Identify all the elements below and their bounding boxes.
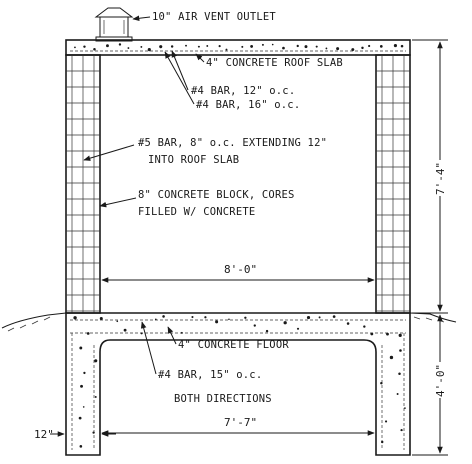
label-block-line2: FILLED W/ CONCRETE [138, 206, 255, 218]
roof-slab [65, 39, 411, 56]
ground-line [1, 312, 457, 332]
callout-bar12: #4 BAR, 12" o.c. [171, 50, 295, 97]
dimension-inner-width: 8'-0" [101, 263, 375, 283]
callout-vent: 10" AIR VENT OUTLET [132, 11, 276, 23]
left-wall [65, 54, 101, 314]
callout-bar16: #4 BAR, 16" o.c. [164, 51, 300, 111]
right-wall [375, 54, 411, 314]
lower-structure [65, 312, 411, 456]
dimension-label-wall-thickness: 12" [34, 428, 54, 441]
label-block-line1: 8" CONCRETE BLOCK, CORES [138, 189, 295, 201]
callout-bar15: #4 BAR, 15" o.c. BOTH DIRECTIONS [140, 321, 272, 405]
dimension-lower-width: 7'-7" [101, 416, 375, 436]
label-both-directions: BOTH DIRECTIONS [174, 393, 272, 405]
dimension-label-lower-width: 7'-7" [224, 416, 257, 429]
dimension-label-inner-width: 8'-0" [224, 263, 257, 276]
label-bar12: #4 BAR, 12" o.c. [191, 85, 295, 97]
label-air-vent: 10" AIR VENT OUTLET [152, 11, 276, 23]
label-bar16: #4 BAR, 16" o.c. [196, 99, 300, 111]
label-bar15: #4 BAR, 15" o.c. [158, 369, 262, 381]
dimension-upper-height: 7'-4" [412, 39, 448, 314]
air-vent [94, 7, 134, 42]
label-floor: 4" CONCRETE FLOOR [178, 339, 289, 351]
callout-roof-slab: 4" CONCRETE ROOF SLAB [195, 53, 343, 69]
dimension-wall-thickness: 12" [34, 428, 116, 441]
callout-block: 8" CONCRETE BLOCK, CORES FILLED W/ CONCR… [99, 189, 295, 218]
dimension-lower-height: 4'-0" [412, 314, 448, 456]
label-roof-slab: 4" CONCRETE ROOF SLAB [206, 57, 343, 69]
label-bar5-line2: INTO ROOF SLAB [148, 154, 239, 166]
callout-bar5: #5 BAR, 8" o.c. EXTENDING 12" INTO ROOF … [83, 137, 327, 166]
callout-floor: 4" CONCRETE FLOOR [167, 326, 289, 351]
label-bar5-line1: #5 BAR, 8" o.c. EXTENDING 12" [138, 137, 327, 149]
dimension-label-upper-height: 7'-4" [434, 162, 447, 195]
dimension-label-lower-height: 4'-0" [434, 364, 447, 397]
